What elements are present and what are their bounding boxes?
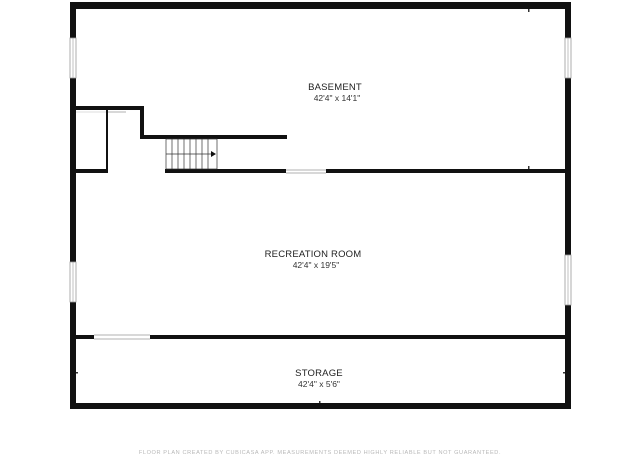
stair-enclosure-top-wall [76, 106, 144, 110]
top-wall [70, 2, 571, 9]
divider-wall-left [76, 169, 108, 173]
room-dimensions-recreation-room: 42'4" x 19'5" [293, 260, 340, 270]
stairs [165, 138, 218, 170]
room-name-storage: STORAGE [295, 368, 343, 379]
storage-wall-right [150, 335, 565, 339]
stair-enclosure-right-wall [140, 106, 144, 139]
room-name-recreation-room: RECREATION ROOM [265, 249, 362, 260]
room-name-basement: BASEMENT [308, 82, 362, 93]
closet-right-wall [106, 110, 108, 172]
stair-direction-arrow-icon [211, 151, 216, 157]
room-dimensions-storage: 42'4" x 5'6" [298, 379, 340, 389]
openings [94, 111, 326, 340]
interior-walls [76, 106, 565, 339]
divider-wall-middle [165, 169, 286, 173]
room-dimensions-basement: 42'4" x 14'1" [314, 93, 361, 103]
stair-enclosure-bottom-wall [140, 135, 287, 139]
wall-ticks [76, 9, 565, 403]
window-center-lines [72, 38, 569, 305]
footer-disclaimer: FLOOR PLAN CREATED BY CUBICASA APP. MEAS… [139, 450, 501, 456]
outer-walls [70, 2, 571, 409]
bottom-wall [70, 403, 571, 409]
right-wall [565, 2, 571, 409]
divider-wall-right [326, 169, 565, 173]
storage-wall-left [76, 335, 94, 339]
left-wall [70, 2, 76, 409]
